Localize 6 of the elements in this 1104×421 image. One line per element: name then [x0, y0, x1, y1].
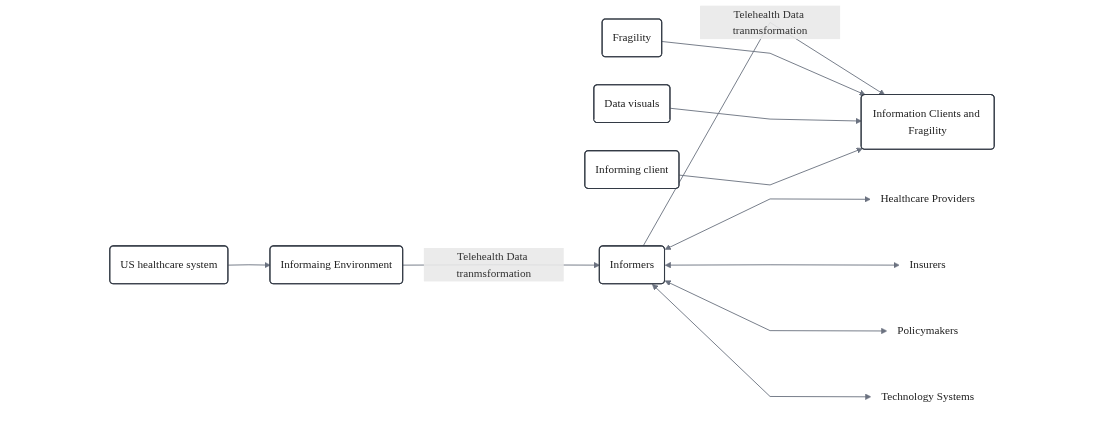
node-text: Technology Systems — [881, 390, 975, 403]
node-text: Healthcare Providers — [880, 192, 975, 205]
edge-label: Telehealth Data tranmsformation — [456, 250, 532, 279]
edge-label: Telehealth Data tranmsformation — [732, 7, 808, 37]
node-text: Insurers — [909, 258, 946, 271]
node-text: Policymakers — [897, 324, 959, 337]
